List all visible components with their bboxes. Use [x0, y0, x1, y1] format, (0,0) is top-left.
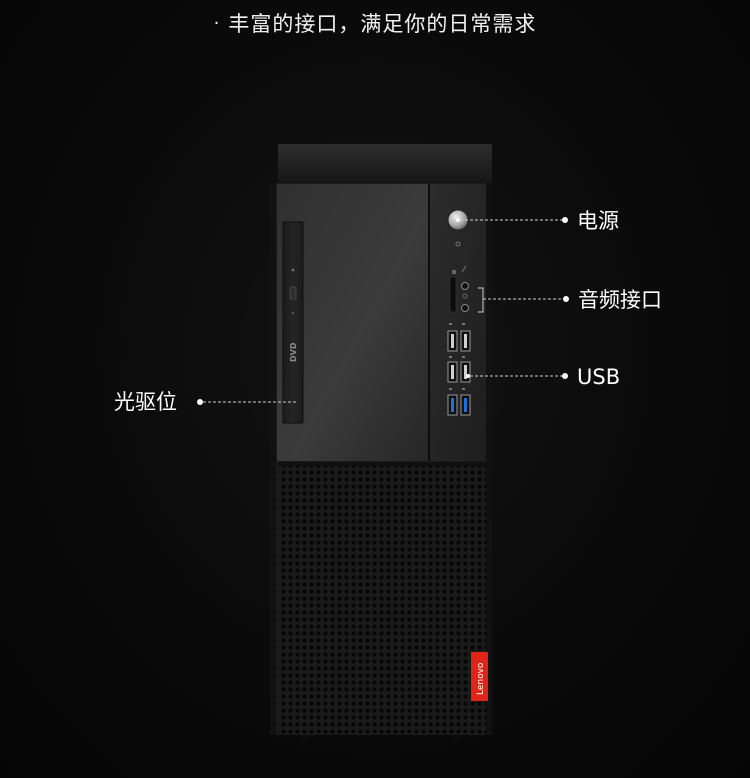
page-headline: · 丰富的接口，满足你的日常需求 — [0, 8, 750, 38]
callout-audio-label: 音频接口 — [578, 288, 662, 312]
card-reader-slot[interactable] — [449, 276, 457, 313]
drive-emergency-hole — [292, 312, 294, 314]
callout-optical-label: 光驱位 — [114, 390, 177, 414]
callout-usb-label: USB — [577, 365, 621, 389]
callout-power-label: 电源 — [577, 209, 619, 233]
drive-led — [291, 268, 295, 272]
drive-eject-button[interactable] — [289, 286, 297, 300]
audio-jack-mic[interactable] — [461, 304, 469, 312]
lenovo-logo-text: Lenovo — [476, 662, 486, 695]
lenovo-logo-badge — [471, 652, 488, 701]
tower-foot — [452, 735, 462, 740]
callout-usb-leader — [466, 373, 568, 379]
callout-optical-leader — [197, 399, 296, 405]
card-reader-icon — [452, 270, 456, 274]
callout-audio-leader — [478, 287, 569, 313]
audio-jack-headphone[interactable] — [461, 282, 469, 290]
headphone-icon — [461, 265, 467, 273]
optical-drive-bay[interactable] — [282, 221, 304, 424]
microphone-icon — [462, 293, 468, 299]
headline-bullet: · — [213, 13, 221, 34]
power-indicator-icon — [455, 241, 461, 247]
callout-power-leader — [456, 217, 568, 223]
tower-top-cap — [278, 144, 492, 184]
usb-ports-group — [447, 323, 471, 416]
tower-foot — [300, 735, 310, 740]
front-mesh-grille — [278, 466, 486, 734]
headline-text: 丰富的接口，满足你的日常需求 — [228, 12, 537, 36]
dvd-logo: DVD — [289, 342, 298, 362]
